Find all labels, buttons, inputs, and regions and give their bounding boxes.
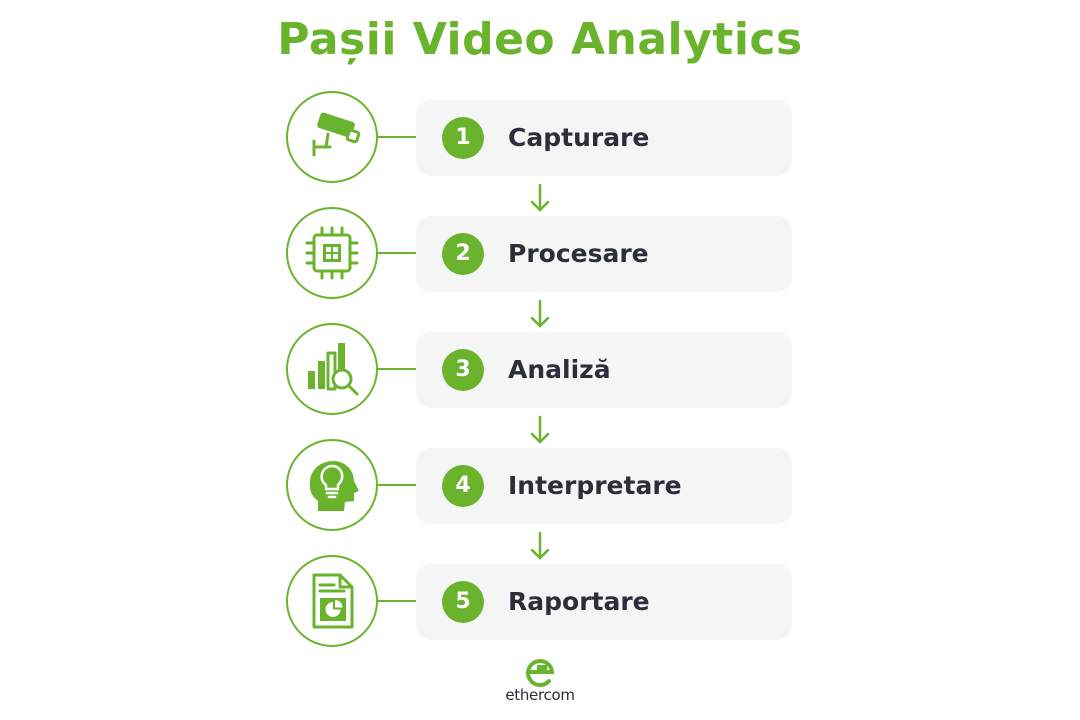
security-camera-icon: [286, 91, 378, 183]
report-document-icon: [286, 555, 378, 647]
step-procesare: 2 Procesare: [0, 205, 1080, 305]
logo-text: ethercom: [505, 686, 575, 704]
down-arrow-icon: [530, 415, 550, 444]
down-arrow-icon: [530, 531, 550, 560]
step-interpretare: 4 Interpretare: [0, 437, 1080, 537]
connector-line: [378, 368, 416, 370]
down-arrow-icon: [530, 183, 550, 212]
step-number-badge: 3: [442, 349, 484, 391]
page-title: Pașii Video Analytics: [277, 14, 803, 65]
step-label: Interpretare: [508, 471, 682, 500]
step-capturare: 1 Capturare: [0, 89, 1080, 189]
head-lightbulb-icon: [286, 439, 378, 531]
step-number-badge: 4: [442, 465, 484, 507]
connector-line: [378, 600, 416, 602]
step-raportare: 5 Raportare: [0, 553, 1080, 653]
step-card: 3 Analiză: [416, 332, 792, 408]
down-arrow-icon: [530, 299, 550, 328]
step-card: 4 Interpretare: [416, 448, 792, 524]
ethercom-logo-icon: [526, 659, 555, 687]
connector-line: [378, 252, 416, 254]
step-number-badge: 1: [442, 117, 484, 159]
processor-chip-icon: [286, 207, 378, 299]
step-number-badge: 5: [442, 581, 484, 623]
brand-logo: ethercom: [490, 652, 590, 712]
chart-magnifier-icon: [286, 323, 378, 415]
connector-line: [378, 136, 416, 138]
step-card: 1 Capturare: [416, 100, 792, 176]
connector-line: [378, 484, 416, 486]
step-card: 2 Procesare: [416, 216, 792, 292]
step-label: Procesare: [508, 239, 649, 268]
step-card: 5 Raportare: [416, 564, 792, 640]
step-label: Capturare: [508, 123, 650, 152]
step-number-badge: 2: [442, 233, 484, 275]
step-label: Raportare: [508, 587, 650, 616]
step-label: Analiză: [508, 355, 611, 384]
step-analiza: 3 Analiză: [0, 321, 1080, 421]
